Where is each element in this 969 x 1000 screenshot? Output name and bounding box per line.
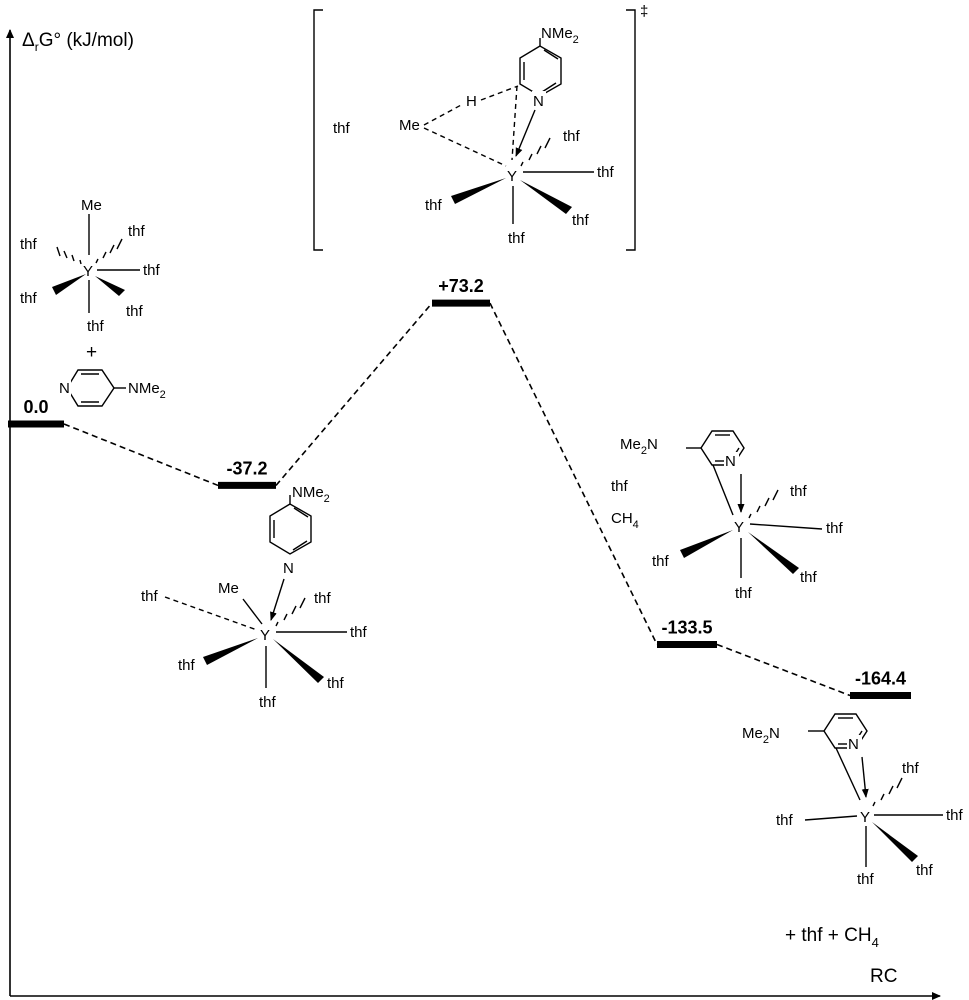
svg-text:thf: thf xyxy=(946,807,964,824)
connector-1 xyxy=(275,302,433,486)
svg-text:thf: thf xyxy=(735,585,753,602)
energy-labels: 0.0 -37.2 +73.2 -133.5 -164.4 xyxy=(23,276,906,688)
svg-text:N: N xyxy=(59,380,70,397)
svg-text:Y: Y xyxy=(734,519,744,536)
released-thf: thf xyxy=(611,478,629,495)
svg-text:N: N xyxy=(533,93,544,110)
svg-text:Y: Y xyxy=(860,809,870,826)
svg-text:‡: ‡ xyxy=(640,3,648,20)
svg-text:NMe2: NMe2 xyxy=(541,25,579,46)
svg-text:Y: Y xyxy=(260,627,270,644)
svg-text:thf: thf xyxy=(597,164,615,181)
energy-value-label: 0.0 xyxy=(23,397,48,417)
svg-text:thf: thf xyxy=(916,862,934,879)
svg-text:thf: thf xyxy=(652,553,670,570)
svg-text:thf: thf xyxy=(563,128,581,145)
svg-text:Me: Me xyxy=(81,197,102,214)
svg-text:Me2N: Me2N xyxy=(620,436,658,457)
svg-text:thf: thf xyxy=(776,812,794,829)
svg-text:thf: thf xyxy=(20,290,38,307)
energy-levels xyxy=(8,299,911,700)
svg-text:thf: thf xyxy=(508,230,526,247)
connector-0 xyxy=(63,423,219,487)
svg-text:H: H xyxy=(466,93,477,110)
svg-text:Y: Y xyxy=(83,263,93,280)
svg-text:thf: thf xyxy=(141,588,159,605)
svg-text:N: N xyxy=(283,560,294,577)
energy-value-label: -164.4 xyxy=(855,669,906,689)
dmap-molecule: N NMe2 xyxy=(57,369,166,407)
svg-text:Me: Me xyxy=(218,580,239,597)
energy-value-label: -37.2 xyxy=(226,458,267,478)
svg-text:NMe2: NMe2 xyxy=(292,484,330,505)
svg-text:Me: Me xyxy=(399,117,420,134)
svg-text:thf: thf xyxy=(259,694,277,711)
svg-text:thf: thf xyxy=(333,120,351,137)
svg-text:thf: thf xyxy=(902,760,920,777)
svg-text:Y: Y xyxy=(507,168,517,185)
svg-text:thf: thf xyxy=(314,590,332,607)
final-products-label: + thf + CH4 xyxy=(785,925,879,950)
svg-text:thf: thf xyxy=(87,318,105,335)
svg-text:thf: thf xyxy=(350,624,368,641)
intermediate-1-structure: NMe2 N Me thf Y thf thf thf thf thf xyxy=(141,484,368,711)
y-axis-title: ΔrG° (kJ/mol) xyxy=(22,30,134,54)
energy-value-label: -133.5 xyxy=(661,617,712,637)
svg-text:thf: thf xyxy=(126,303,144,320)
x-axis-title: RC xyxy=(870,966,897,987)
svg-text:thf: thf xyxy=(790,483,808,500)
plus-sign: + xyxy=(86,342,97,363)
transition-state-structure: ‡ thf NMe2 N H Me Y thf thf thf thf thf xyxy=(313,3,648,251)
svg-text:thf: thf xyxy=(826,520,844,537)
svg-text:thf: thf xyxy=(425,197,443,214)
svg-text:thf: thf xyxy=(178,657,196,674)
energy-value-label: +73.2 xyxy=(438,276,484,296)
svg-text:thf: thf xyxy=(327,675,345,692)
svg-text:N: N xyxy=(725,453,736,470)
released-methane: CH4 xyxy=(611,510,639,531)
intermediate-2-structure: N Me2N Y thf thf thf thf thf xyxy=(620,430,844,602)
svg-text:NMe2: NMe2 xyxy=(128,380,166,401)
connector-2 xyxy=(489,302,658,645)
svg-text:N: N xyxy=(848,736,859,753)
reactant-yttrium-complex: Me thf thf thf thf thf thf Y xyxy=(20,197,161,335)
svg-text:thf: thf xyxy=(800,569,818,586)
svg-text:thf: thf xyxy=(143,262,161,279)
svg-text:thf: thf xyxy=(572,212,590,229)
connector-3 xyxy=(716,643,851,697)
product-structure: N Me2N Y thf thf thf thf thf xyxy=(742,713,964,888)
svg-text:thf: thf xyxy=(128,223,146,240)
svg-text:Me2N: Me2N xyxy=(742,725,780,746)
svg-text:thf: thf xyxy=(857,871,875,888)
svg-text:thf: thf xyxy=(20,236,38,253)
